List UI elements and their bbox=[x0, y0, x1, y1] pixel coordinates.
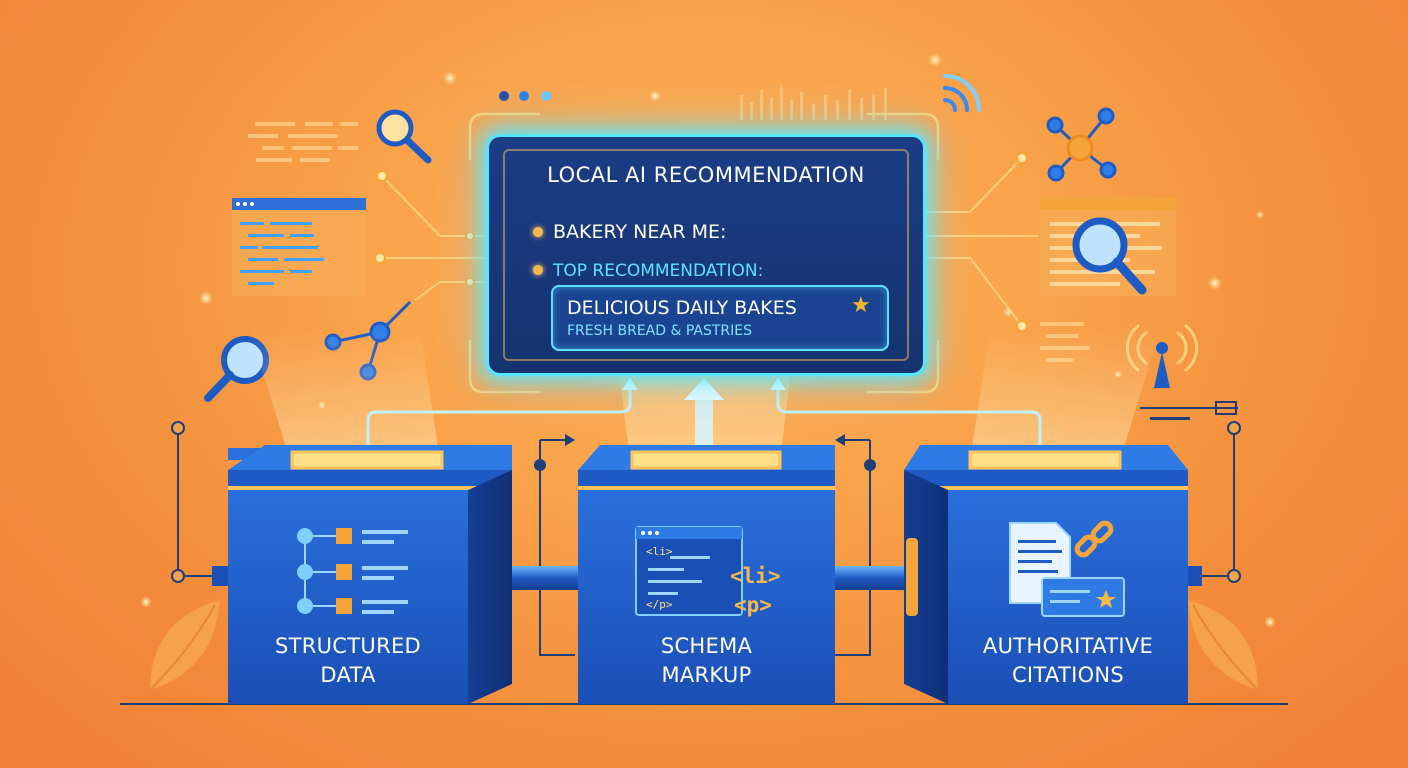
screen-outer-frame bbox=[468, 112, 940, 394]
box-label-line2: CITATIONS bbox=[1011, 663, 1125, 687]
leaf-right-icon bbox=[1188, 600, 1259, 691]
circuit-lines-right bbox=[920, 157, 1038, 327]
wifi-icon bbox=[943, 74, 981, 112]
recommendation-card[interactable]: DELICIOUS DAILY BAKES ★ FRESH BREAD & PA… bbox=[551, 285, 889, 351]
box-label-schema-markup: SCHEMA MARKUP bbox=[578, 632, 835, 690]
box-label-structured-data: STRUCTURED DATA bbox=[228, 632, 468, 690]
code-tag-li-big: <li> bbox=[730, 564, 781, 588]
code-tag-p-big: <p> bbox=[734, 593, 772, 617]
search-query: BAKERY NEAR ME: bbox=[553, 221, 727, 243]
magnifier-top-left-icon bbox=[376, 109, 432, 164]
box-label-line1: SCHEMA bbox=[660, 634, 753, 658]
code-tag-li-small: <li> bbox=[646, 545, 673, 558]
recommendation-description: FRESH BREAD & PASTRIES bbox=[567, 323, 752, 339]
flow-arrows bbox=[366, 386, 1042, 455]
screen-inner-frame bbox=[503, 149, 909, 361]
hierarchy-list-icon bbox=[297, 528, 408, 614]
dot-trio bbox=[499, 91, 551, 101]
deco-lines-left bbox=[248, 122, 358, 162]
deco-bar-right bbox=[1140, 401, 1238, 420]
magnifier-left-icon bbox=[204, 336, 269, 402]
box-label-line2: DATA bbox=[320, 663, 376, 687]
code-window-left-icon bbox=[232, 198, 366, 296]
ai-recommendation-screen: LOCAL AI RECOMMENDATION BAKERY NEAR ME: … bbox=[486, 134, 926, 376]
top-recommendation-label: TOP RECOMMENDATION: bbox=[553, 261, 764, 281]
code-tag-p-close: </p> bbox=[646, 598, 673, 611]
network-node-right-icon bbox=[1046, 107, 1117, 182]
box-label-authoritative-citations: AUTHORITATIVE CITATIONS bbox=[948, 632, 1188, 690]
box-structured-data bbox=[228, 445, 512, 704]
code-window-icon bbox=[635, 526, 743, 616]
box-label-line1: AUTHORITATIVE bbox=[982, 634, 1154, 658]
box-authoritative-citations bbox=[904, 445, 1188, 704]
query-bullet bbox=[533, 227, 543, 237]
circuit-left-vertical bbox=[177, 428, 1235, 656]
star-icon: ★ bbox=[851, 293, 871, 318]
main-up-arrow bbox=[684, 378, 724, 450]
box-label-line2: MARKUP bbox=[661, 663, 752, 687]
magnifier-right-icon bbox=[1072, 217, 1147, 295]
top-rec-bullet bbox=[533, 265, 543, 275]
document-link-icon bbox=[1009, 520, 1125, 617]
recommendation-name: DELICIOUS DAILY BAKES bbox=[567, 297, 797, 319]
screen-title: LOCAL AI RECOMMENDATION bbox=[547, 163, 865, 187]
box-label-line1: STRUCTURED bbox=[274, 634, 421, 658]
deco-bars-top bbox=[740, 86, 887, 120]
leaf-left-icon bbox=[149, 600, 220, 691]
